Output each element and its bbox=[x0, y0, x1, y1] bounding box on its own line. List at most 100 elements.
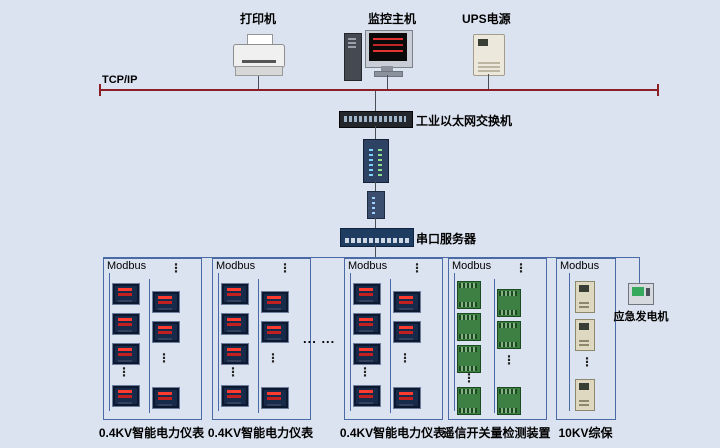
power-meter-icon bbox=[152, 321, 180, 343]
group-2-label: 0.4KV智能电力仪表 bbox=[207, 426, 314, 440]
monitor-label: 监控主机 bbox=[368, 12, 417, 26]
io-module-icon bbox=[497, 321, 521, 349]
connector bbox=[488, 74, 489, 89]
power-meter-icon bbox=[261, 321, 289, 343]
connector bbox=[375, 245, 376, 258]
power-meter-icon bbox=[221, 313, 249, 335]
modbus-label: Modbus bbox=[348, 260, 388, 272]
group-5-label: 10KV综保 bbox=[558, 426, 613, 440]
more-devices-dots: ⋮ bbox=[463, 371, 475, 385]
computer-tower bbox=[344, 33, 362, 81]
modbus-group-4: Modbus ⋮ ⋮ ⋮ bbox=[448, 258, 547, 420]
connector bbox=[387, 75, 388, 89]
modbus-group-3: Modbus ⋮ ⋮ ⋮ bbox=[344, 258, 443, 420]
more-devices-dots: ⋮ bbox=[515, 261, 527, 275]
ethernet-switch-label: 工业以太网交换机 bbox=[416, 114, 513, 128]
connector bbox=[639, 257, 640, 283]
tcpip-bus-line bbox=[100, 89, 658, 91]
modbus-group-5: Modbus ⋮ bbox=[556, 258, 616, 420]
io-module-icon bbox=[457, 387, 481, 415]
more-devices-dots: ⋮ bbox=[170, 261, 182, 275]
io-module-icon bbox=[457, 313, 481, 341]
modbus-label: Modbus bbox=[560, 260, 600, 272]
power-meter-icon bbox=[261, 291, 289, 313]
serial-server-icon bbox=[340, 228, 414, 247]
power-meter-icon bbox=[112, 343, 140, 365]
modbus-line bbox=[258, 279, 259, 413]
modbus-line bbox=[350, 273, 351, 411]
printer-base bbox=[235, 66, 283, 76]
more-devices-dots: ⋮ bbox=[359, 365, 371, 379]
protocol-converter-icon bbox=[367, 191, 385, 219]
printer-icon bbox=[233, 34, 285, 76]
power-meter-icon bbox=[353, 283, 381, 305]
io-module-icon bbox=[457, 345, 481, 373]
io-module-icon bbox=[457, 281, 481, 309]
power-meter-icon bbox=[353, 385, 381, 407]
power-meter-icon bbox=[152, 387, 180, 409]
waveform-icon bbox=[373, 38, 403, 40]
protection-relay-icon bbox=[575, 319, 595, 351]
connector bbox=[258, 76, 259, 89]
more-devices-dots: ⋮ bbox=[581, 355, 593, 369]
power-meter-icon bbox=[353, 313, 381, 335]
more-groups-ellipsis: ... ... bbox=[303, 331, 336, 346]
power-meter-icon bbox=[221, 385, 249, 407]
monitor-stand bbox=[381, 66, 393, 71]
modbus-label: Modbus bbox=[107, 260, 147, 272]
printer-label: 打印机 bbox=[240, 12, 277, 26]
connector bbox=[375, 181, 376, 191]
modbus-line bbox=[454, 273, 455, 411]
modbus-label: Modbus bbox=[216, 260, 256, 272]
more-devices-dots: ⋮ bbox=[279, 261, 291, 275]
power-meter-icon bbox=[112, 385, 140, 407]
connector bbox=[375, 126, 376, 139]
generator-label: 应急发电机 bbox=[613, 311, 669, 323]
power-meter-icon bbox=[393, 321, 421, 343]
more-devices-dots: ⋮ bbox=[411, 261, 423, 275]
tcpip-bus-endcap bbox=[99, 84, 101, 96]
power-meter-icon bbox=[353, 343, 381, 365]
power-meter-icon bbox=[112, 283, 140, 305]
more-devices-dots: ⋮ bbox=[118, 365, 130, 379]
power-meter-icon bbox=[221, 343, 249, 365]
more-devices-dots: ⋮ bbox=[503, 353, 515, 367]
modbus-line bbox=[494, 279, 495, 413]
media-converter-icon bbox=[363, 139, 389, 183]
power-meter-icon bbox=[261, 387, 289, 409]
power-meter-icon bbox=[393, 387, 421, 409]
serial-server-label: 串口服务器 bbox=[416, 232, 477, 246]
generator-controller-icon bbox=[628, 283, 654, 305]
monitor-screen bbox=[369, 33, 407, 61]
modbus-label: Modbus bbox=[452, 260, 492, 272]
ups-icon bbox=[473, 34, 505, 76]
modbus-line bbox=[569, 273, 570, 411]
modbus-group-2: Modbus ⋮ ⋮ ⋮ bbox=[212, 258, 311, 420]
more-devices-dots: ⋮ bbox=[227, 365, 239, 379]
printer-body bbox=[233, 44, 285, 68]
more-devices-dots: ⋮ bbox=[158, 351, 170, 365]
protection-relay-icon bbox=[575, 379, 595, 411]
distribution-line bbox=[103, 257, 640, 258]
monitor-host-icon bbox=[344, 30, 413, 81]
modbus-line bbox=[390, 279, 391, 413]
connector bbox=[375, 91, 376, 111]
group-3-label: 0.4KV智能电力仪表 bbox=[339, 426, 446, 440]
power-meter-icon bbox=[152, 291, 180, 313]
connector bbox=[375, 217, 376, 228]
io-module-icon bbox=[497, 289, 521, 317]
ethernet-switch-icon bbox=[339, 111, 413, 128]
group-1-label: 0.4KV智能电力仪表 bbox=[98, 426, 205, 440]
ups-label: UPS电源 bbox=[462, 12, 511, 26]
modbus-line bbox=[149, 279, 150, 413]
power-meter-icon bbox=[393, 291, 421, 313]
modbus-line bbox=[109, 273, 110, 411]
printer-slot bbox=[242, 60, 276, 63]
modbus-group-1: Modbus ⋮ ⋮ ⋮ bbox=[103, 258, 202, 420]
more-devices-dots: ⋮ bbox=[267, 351, 279, 365]
power-meter-icon bbox=[112, 313, 140, 335]
tcpip-bus-endcap bbox=[657, 84, 659, 96]
protection-relay-icon bbox=[575, 281, 595, 313]
monitor-base bbox=[374, 71, 403, 77]
